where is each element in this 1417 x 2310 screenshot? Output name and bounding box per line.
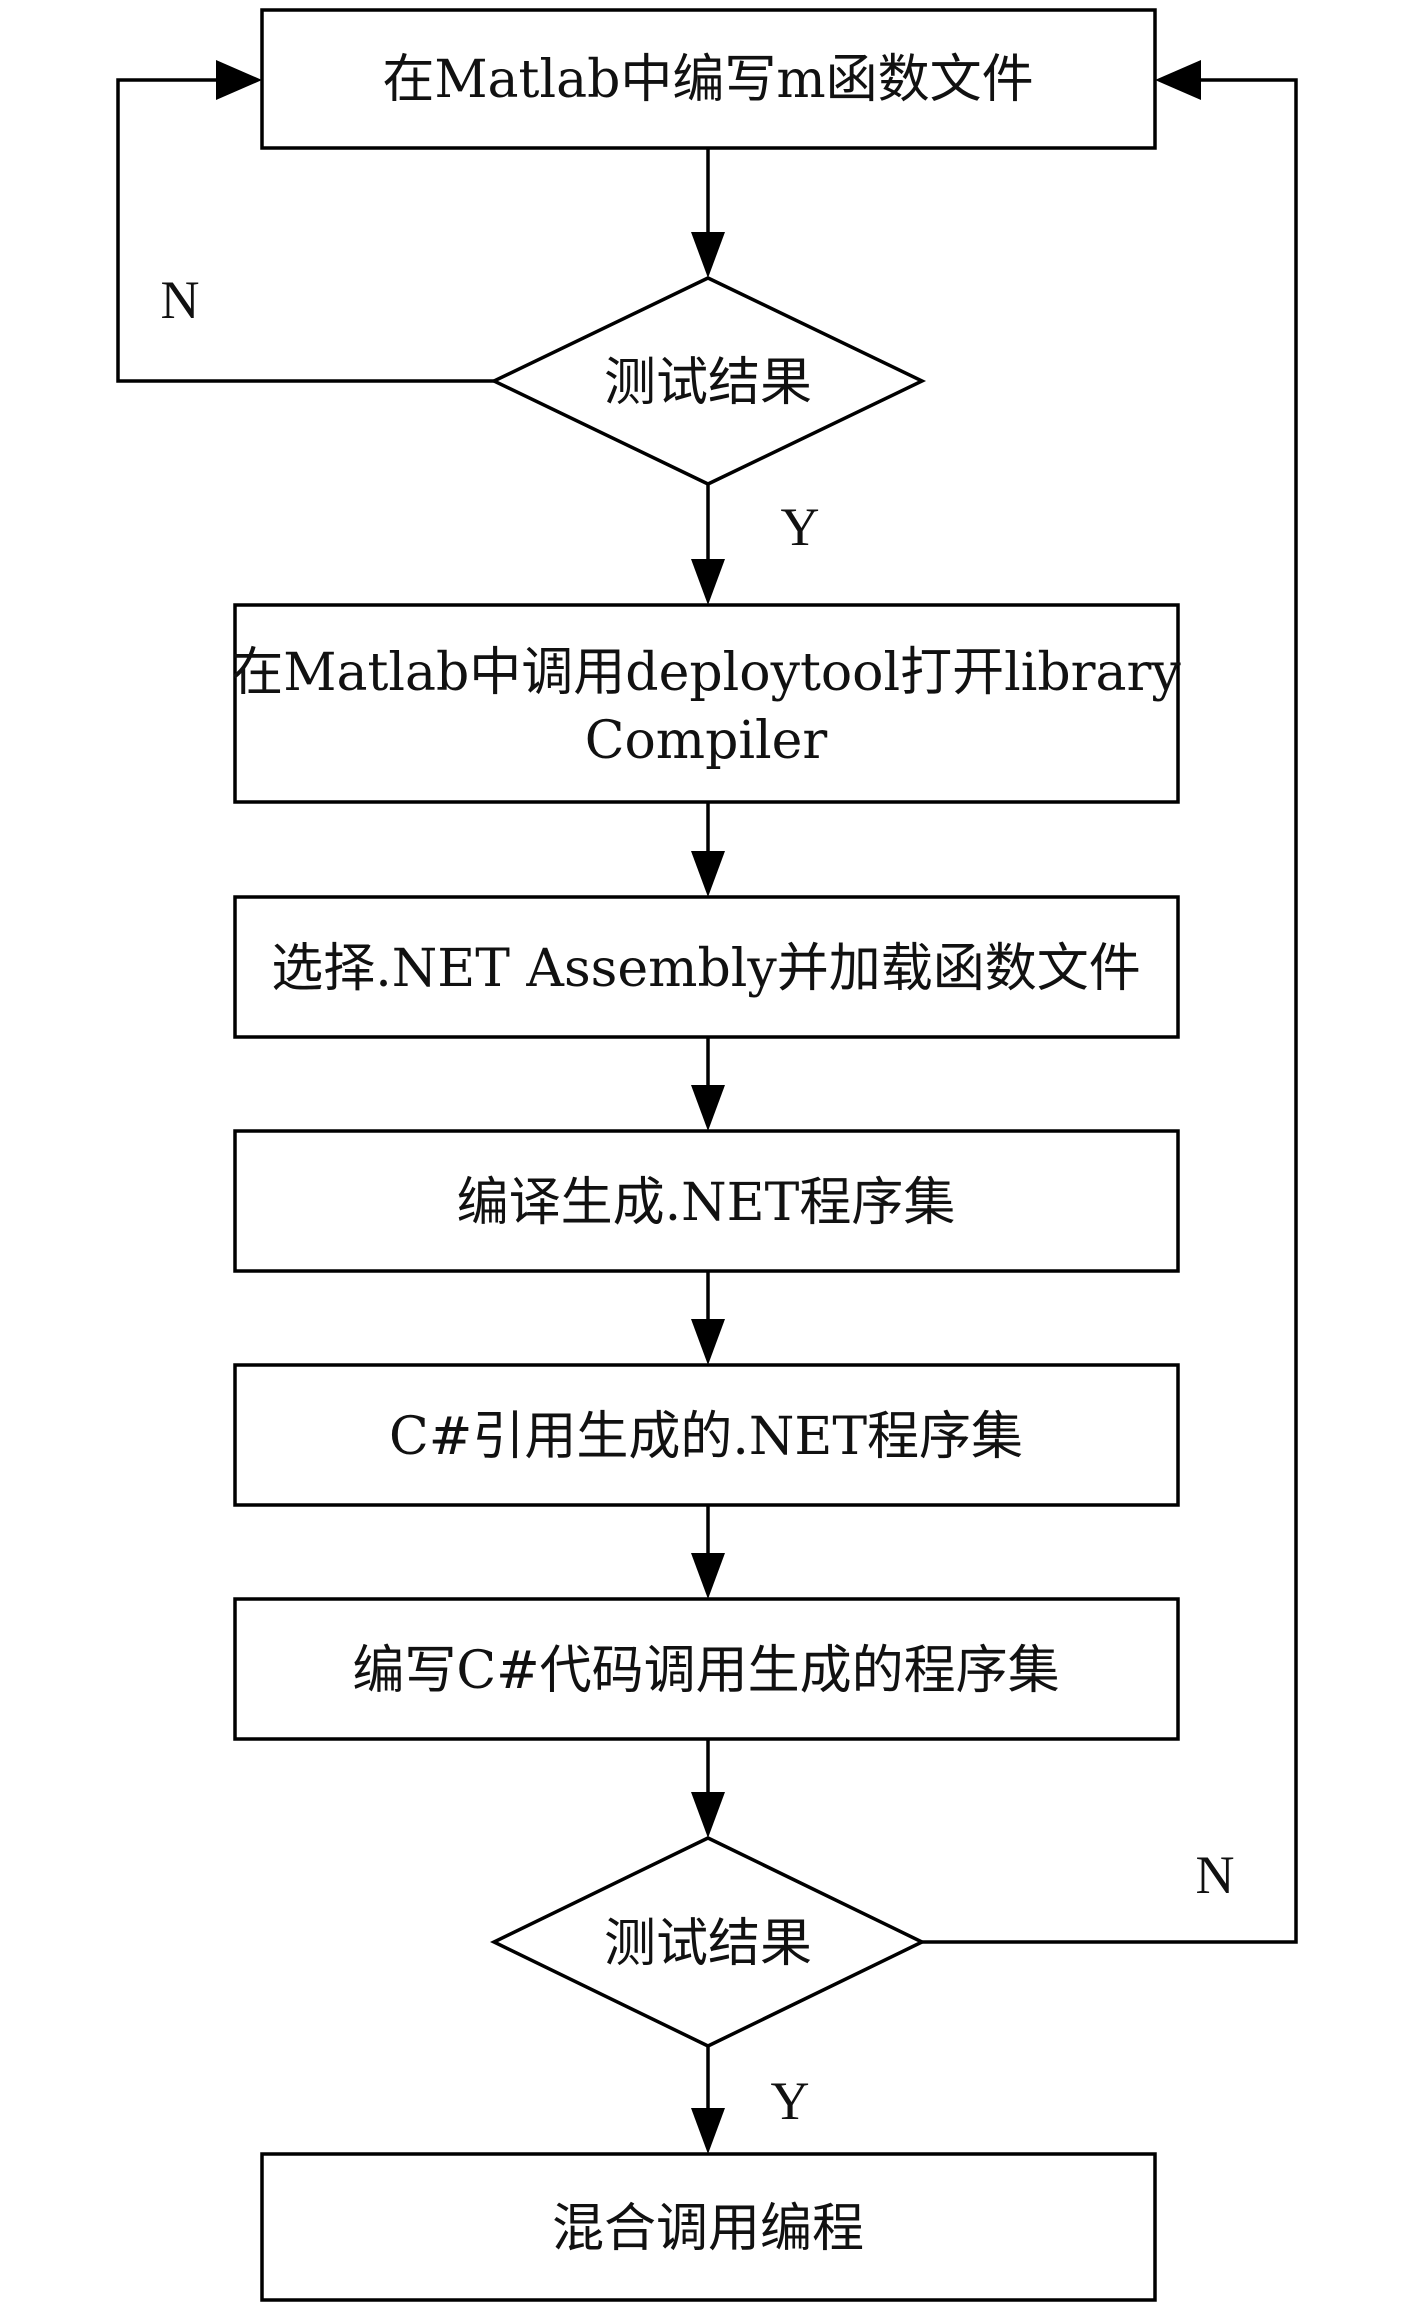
node-select-assembly: 选择.NET Assembly并加载函数文件 bbox=[233, 895, 1180, 1039]
node-mixed-programming-label: 混合调用编程 bbox=[552, 2199, 864, 2259]
loop-test1-no bbox=[116, 78, 494, 383]
arrowhead-test1-no bbox=[216, 60, 262, 100]
arrowhead-compile-to-reference bbox=[691, 1319, 725, 1365]
node-write-csharp: 编写C#代码调用生成的程序集 bbox=[233, 1597, 1180, 1741]
branch-label-test2-yes: Y bbox=[771, 2071, 810, 2131]
arrowhead-deploytool-to-select bbox=[691, 851, 725, 897]
decision-test-1: 测试结果 bbox=[489, 276, 927, 486]
node-mixed-programming: 混合调用编程 bbox=[260, 2152, 1157, 2302]
decision-test-2: 测试结果 bbox=[489, 1836, 927, 2048]
node-deploytool: 在Matlab中调用deploytool打开library Compiler bbox=[231, 603, 1181, 804]
node-write-csharp-label: 编写C#代码调用生成的程序集 bbox=[352, 1641, 1059, 1701]
node-compile-assembly-label: 编译生成.NET程序集 bbox=[457, 1173, 956, 1233]
arrowhead-test1-yes bbox=[691, 559, 725, 605]
branch-label-test2-no: N bbox=[1196, 1845, 1235, 1905]
arrowhead-csharp-to-test2 bbox=[691, 1792, 725, 1838]
arrowhead-test2-no bbox=[1155, 60, 1201, 100]
decision-test-2-label: 测试结果 bbox=[604, 1914, 812, 1974]
branch-label-test1-yes: Y bbox=[781, 497, 820, 557]
decision-test-1-label: 测试结果 bbox=[604, 353, 812, 413]
node-deploytool-label-line1: 在Matlab中调用deploytool打开library bbox=[231, 643, 1181, 703]
node-select-assembly-label: 选择.NET Assembly并加载函数文件 bbox=[271, 939, 1141, 999]
node-write-m-file-label: 在Matlab中编写m函数文件 bbox=[382, 50, 1033, 110]
arrowhead-reference-to-csharp bbox=[691, 1553, 725, 1599]
node-reference-assembly: C#引用生成的.NET程序集 bbox=[233, 1363, 1180, 1507]
node-compile-assembly: 编译生成.NET程序集 bbox=[233, 1129, 1180, 1273]
node-reference-assembly-label: C#引用生成的.NET程序集 bbox=[389, 1407, 1023, 1467]
arrowhead-select-to-compile bbox=[691, 1085, 725, 1131]
branch-label-test1-no: N bbox=[161, 270, 200, 330]
node-deploytool-label-line2: Compiler bbox=[585, 711, 828, 771]
arrowhead-test2-yes bbox=[691, 2108, 725, 2154]
arrowhead-write-to-test1 bbox=[691, 232, 725, 278]
loop-test2-no bbox=[922, 78, 1298, 1944]
node-write-m-file: 在Matlab中编写m函数文件 bbox=[260, 8, 1157, 150]
